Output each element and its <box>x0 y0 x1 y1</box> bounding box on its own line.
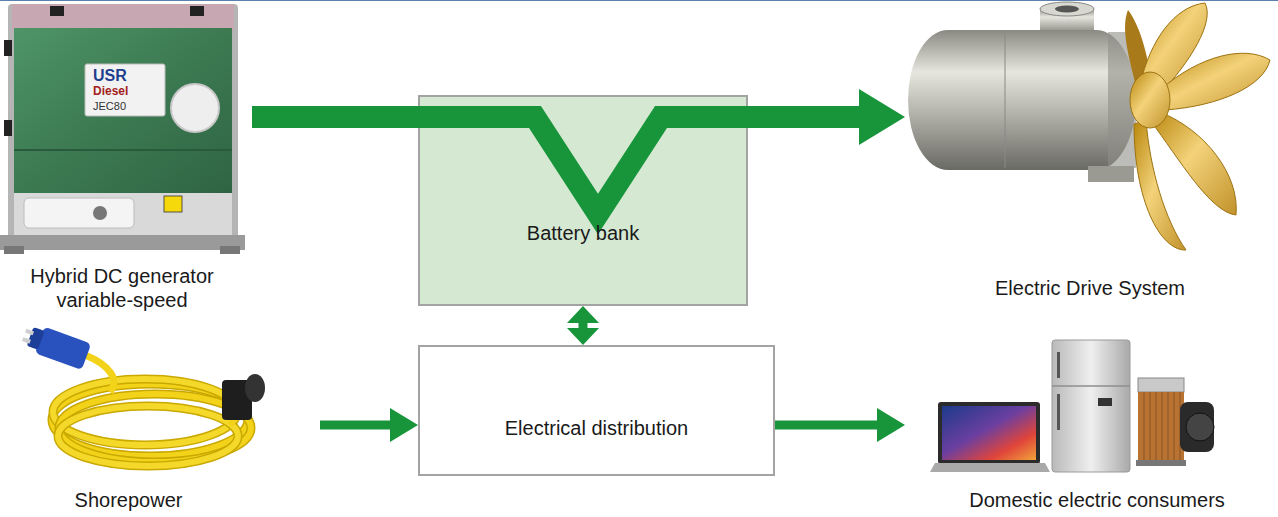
node-label: Battery bank <box>527 221 639 245</box>
generator-illustration-part <box>4 246 24 254</box>
domestic-consumers-illustration-part-part <box>1174 392 1175 462</box>
drive-illustration <box>908 2 1270 250</box>
shorepower-illustration-part <box>58 406 238 466</box>
generator-illustration-part <box>0 235 245 250</box>
node-label: Electrical distribution <box>505 416 688 440</box>
arrow-shaft <box>775 421 881 430</box>
generator-node: Hybrid DC generator variable-speed <box>0 0 252 312</box>
generator-illustration-part <box>4 40 12 56</box>
domestic-consumers-illustration-part-part <box>1150 392 1151 462</box>
generator-illustration-part <box>85 64 165 116</box>
drive-illustration-part <box>1005 32 1006 168</box>
shorepower-illustration-part-part <box>25 329 34 335</box>
shorepower-illustration-part <box>58 406 238 466</box>
domestic-consumers-illustration-part <box>1098 398 1112 406</box>
generator-illustration-part <box>50 6 64 16</box>
domestic-consumers-illustration-part-part <box>1168 392 1169 462</box>
brand-label: JEC80 <box>93 100 126 112</box>
shorepower-illustration-part <box>85 355 114 392</box>
frame-line <box>0 0 1278 1</box>
domestic-consumers-illustration-part-part <box>1144 392 1145 462</box>
distribution-box: Electrical distribution <box>418 345 775 476</box>
arrow-head <box>567 306 599 323</box>
domestic-consumers-illustration-part <box>930 463 1050 472</box>
arrow-head <box>877 408 905 442</box>
drive-illustration-part <box>1160 53 1270 110</box>
generator-illustration-part <box>220 246 240 254</box>
domestic-consumers-illustration-part <box>1180 402 1214 452</box>
distribution-box-outline <box>419 346 774 475</box>
domestic-consumers-illustration-part <box>1138 392 1184 462</box>
drive-illustration-part <box>908 30 1136 170</box>
generator-illustration-part <box>164 196 182 212</box>
arrow-head <box>567 328 599 345</box>
domestic-consumers-illustration-part <box>938 402 1040 464</box>
domestic-consumers-illustration-part <box>1144 392 1180 462</box>
shorepower-illustration <box>20 321 265 466</box>
drive-illustration-part <box>1055 6 1079 13</box>
arrow-shaft <box>320 421 394 430</box>
domestic-consumers-illustration <box>930 340 1214 472</box>
domestic-consumers-illustration-part <box>942 406 1036 460</box>
drive-illustration-part <box>1150 112 1236 215</box>
generator-illustration-part <box>190 6 204 16</box>
node-label: Shorepower <box>75 488 183 512</box>
shorepower-illustration-part <box>20 321 92 370</box>
power-flow-arrow <box>775 408 905 442</box>
battery-box: Battery bank <box>418 95 748 306</box>
generator-illustration-part <box>8 4 238 250</box>
node-label: Hybrid DC generator variable-speed <box>6 264 238 312</box>
generator-illustration-part <box>14 193 232 235</box>
shorepower-illustration-part <box>245 374 265 402</box>
shorepower-node: Shorepower <box>5 322 320 512</box>
drive-illustration-part <box>1130 72 1170 128</box>
generator-illustration-part <box>24 198 134 228</box>
arrow-head <box>390 408 418 442</box>
power-flow-arrow <box>567 306 599 345</box>
generator-illustration <box>0 4 245 254</box>
drive-node: Electric Drive System <box>905 0 1275 300</box>
brand-label: Diesel <box>93 85 128 98</box>
power-flow-arrow <box>252 89 905 214</box>
node-label: Domestic electric consumers <box>969 488 1225 512</box>
drive-illustration-part <box>1040 2 1094 16</box>
generator-illustration-part <box>14 149 232 151</box>
consumers-node: Domestic electric consumers <box>905 325 1273 512</box>
drive-illustration-part <box>1134 120 1186 250</box>
arrow-head <box>859 89 905 145</box>
generator-illustration-part <box>93 206 107 220</box>
shorepower-illustration-part-part <box>22 337 31 343</box>
brand-label: USR <box>93 67 127 85</box>
domestic-consumers-illustration-part <box>1052 340 1130 472</box>
generator-illustration-part <box>12 4 234 30</box>
domestic-consumers-illustration-part-part <box>1156 392 1157 462</box>
generator-illustration-part <box>171 84 219 132</box>
generator-illustration-part <box>14 28 232 193</box>
node-label: Electric Drive System <box>995 276 1185 300</box>
domestic-consumers-illustration-part <box>1057 352 1060 378</box>
domestic-consumers-illustration-part <box>1057 394 1060 430</box>
arrow-shaft <box>252 117 866 214</box>
drive-illustration-part <box>1088 166 1134 182</box>
power-flow-arrow <box>320 408 418 442</box>
domestic-consumers-illustration-part <box>1052 385 1130 387</box>
domestic-consumers-illustration-part <box>1136 460 1186 466</box>
domestic-consumers-illustration-part <box>1138 378 1184 392</box>
domestic-consumers-illustration-part <box>1186 413 1214 441</box>
domestic-consumers-illustration-part-part <box>1162 392 1163 462</box>
generator-illustration-part <box>4 120 12 136</box>
